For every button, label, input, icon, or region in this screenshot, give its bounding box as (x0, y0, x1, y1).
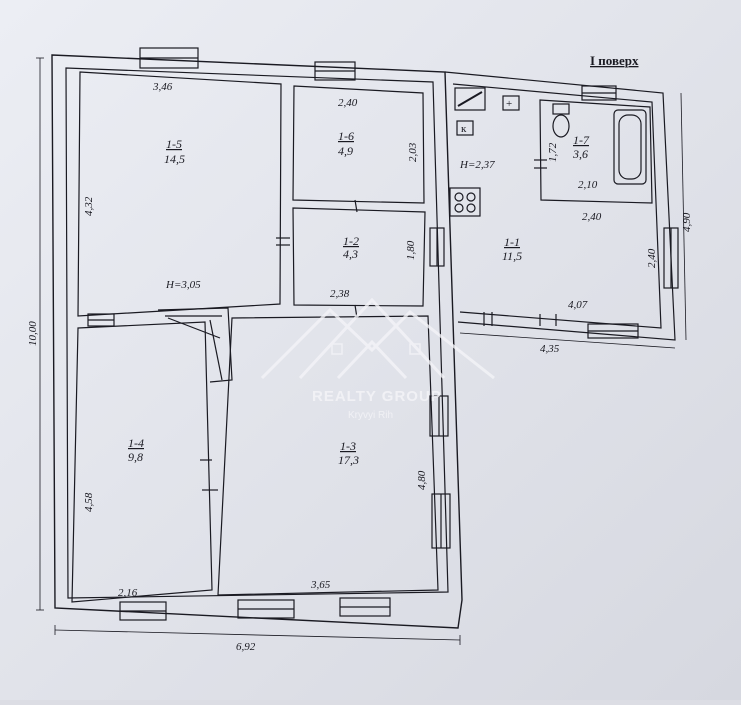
dim-room16-height: 2,03 (407, 142, 419, 162)
dim-total-height: 10,00 (27, 321, 39, 346)
dim-annex-width: 4,35 (540, 343, 560, 355)
room-1-7-area: 3,6 (572, 147, 588, 161)
heater-label: + (506, 98, 512, 110)
bathtub-icon (613, 109, 647, 185)
room-1-6-code: 1-6 (338, 129, 354, 143)
kitchen-label: к (461, 123, 467, 135)
dim-room15-width: 3,46 (152, 81, 173, 93)
corridor-walls (157, 307, 233, 383)
watermark-city: Kryvyi Rih (348, 410, 393, 421)
dimension-lines (36, 57, 687, 645)
room-1-2-area: 4,3 (343, 247, 358, 261)
room-1-5-area: 14,5 (164, 152, 185, 166)
room-1-1-code: 1-1 (504, 235, 520, 249)
dim-room12-height: 1,80 (405, 240, 417, 260)
watermark-brand: REALTY GROUP (312, 388, 442, 405)
heater-icon (502, 95, 520, 111)
room-1-6-walls (292, 85, 425, 204)
annex-walls (444, 71, 676, 341)
dim-room13-height: 4,80 (416, 470, 428, 490)
dim-room11-right: 2,40 (646, 248, 658, 268)
dim-room12-width: 2,38 (330, 288, 350, 300)
room-1-3-code: 1-3 (340, 439, 356, 453)
room-1-1-area: 11,5 (502, 249, 522, 263)
dim-room17-height: 1,72 (547, 142, 559, 162)
room-1-6-area: 4,9 (338, 144, 353, 158)
boiler-icon (454, 87, 486, 111)
dim-annex-height: 4,90 (681, 212, 693, 232)
dim-room11-top: 2,40 (582, 211, 602, 223)
dim-room11-bottom: 4,07 (568, 299, 588, 311)
dim-room15-height: 4,32 (83, 196, 95, 216)
height-right: H=2,37 (459, 159, 495, 171)
dim-total-width: 6,92 (236, 641, 256, 653)
room-1-5-walls (77, 71, 282, 317)
height-left: H=3,05 (165, 279, 201, 291)
room-1-2-walls (292, 207, 426, 307)
dim-room16-width: 2,40 (338, 97, 358, 109)
stove-icon (449, 187, 481, 217)
room-1-4-walls (71, 321, 213, 603)
dim-room14-height: 4,58 (83, 492, 95, 512)
room-1-3-area: 17,3 (338, 453, 359, 467)
room-1-4-code: 1-4 (128, 436, 144, 450)
outer-walls (51, 54, 463, 629)
room-1-5-code: 1-5 (166, 137, 182, 151)
floor-title: I поверх (590, 53, 639, 68)
kitchen-box-icon (456, 120, 474, 136)
room-1-3-walls (217, 315, 439, 596)
watermark-logo (260, 297, 495, 380)
dim-room14-width: 2,16 (118, 587, 138, 599)
room-1-7-walls (539, 99, 653, 204)
room-1-2-code: 1-2 (343, 234, 359, 248)
dim-room13-width: 3,65 (310, 579, 331, 591)
room-1-7-code: 1-7 (573, 133, 590, 147)
toilet-icon (552, 103, 570, 138)
stairs (165, 315, 223, 381)
room-1-4-area: 9,8 (128, 450, 143, 464)
dim-room17-width: 2,10 (578, 179, 598, 191)
windows (87, 47, 679, 621)
